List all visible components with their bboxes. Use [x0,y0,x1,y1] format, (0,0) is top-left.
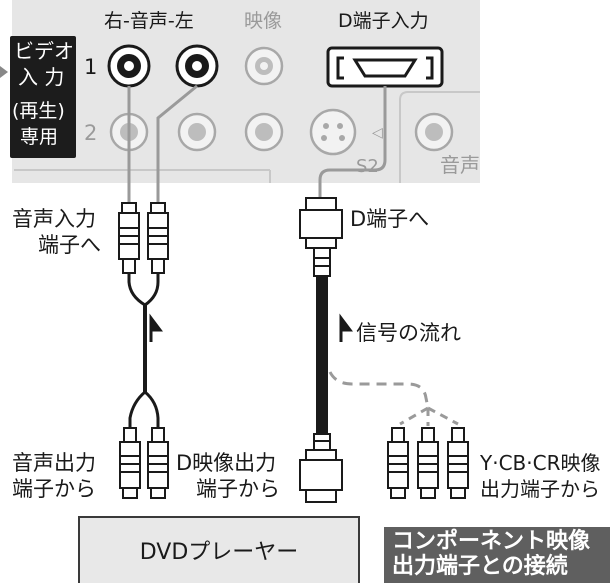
audio-out-label-line1: 音声出力 [12,451,96,475]
jack-video-row1 [244,46,284,86]
s2-label: S2 [356,156,379,177]
row1-number: 1 [84,55,98,79]
dashed-component-branches [399,406,459,426]
row2-number: 2 [84,121,98,145]
d-input-heading: D端子入力 [338,10,429,32]
signal-flow-label: 信号の流れ [356,321,461,345]
input-label-video: ビデオ [14,39,74,63]
component-plug-cr [447,427,469,499]
jack-s2-video [309,108,357,156]
audio-cable-lower-split [128,390,160,428]
video-heading: 映像 [244,10,283,32]
component-plug-y [387,427,409,499]
audio-in-label-line2: 端子へ [38,233,101,257]
input-label-input: 入 力 [18,65,65,89]
d-terminal-input-jack [326,46,444,88]
audio-cable-upper-split [127,273,160,307]
audio-in-label-line1: 音声入力 [12,207,96,231]
d-terminal-lead [318,86,387,198]
jack-audio-left-row1 [175,44,219,88]
d-terminal-plug-lower [299,433,343,503]
component-out-label-line1: Y·CB·CR映像 [480,451,601,475]
caption-box [384,527,610,583]
caption-line2: 出力端子との接続 [392,554,568,579]
dvd-player: DVDプレーヤー [78,516,360,583]
pointer-arrow-icon [0,66,8,78]
audio-flow-arrow-icon [149,313,163,342]
caption-line1: コンポーネント映像 [392,529,591,554]
audio-heading: 右-音声-左 [104,10,194,32]
s2-arrow-icon: ◁ [372,125,383,141]
jack-audio-left-row2 [177,112,217,152]
jack-audio-row2-right [414,112,454,152]
panel-cutout-edge [399,91,480,183]
tv-back-panel [12,0,480,183]
jack-audio-right-row1 [107,44,151,88]
audio-out-label-line2: 端子から [12,477,96,501]
d-terminal-cable [316,276,328,434]
rca-plug-lower-left [147,427,169,499]
d-video-out-label-line2: 端子から [196,477,280,501]
d-video-out-label-line1: D映像出力 [176,451,277,475]
d-terminal-plug-upper [299,197,343,277]
audio-left-lead [156,84,198,202]
jack-video-row2 [244,112,284,152]
d-flow-arrow-icon [339,313,353,342]
dvd-player-name: DVDプレーヤー [139,540,299,565]
cut-audio-label: 音声 [440,153,480,177]
d-terminal-to-label: D端子へ [350,207,430,231]
rca-plug-lower-right [119,427,141,499]
rca-plug-upper-left [147,202,169,274]
dashed-signal-path [328,371,430,409]
component-plug-cb [417,427,439,499]
input-label-playback: (再生) [12,100,65,122]
video-input-badge [10,36,76,158]
component-out-label-line2: 出力端子から [480,477,600,501]
input-label-only: 専用 [20,126,59,148]
rca-plug-upper-right [118,202,140,274]
